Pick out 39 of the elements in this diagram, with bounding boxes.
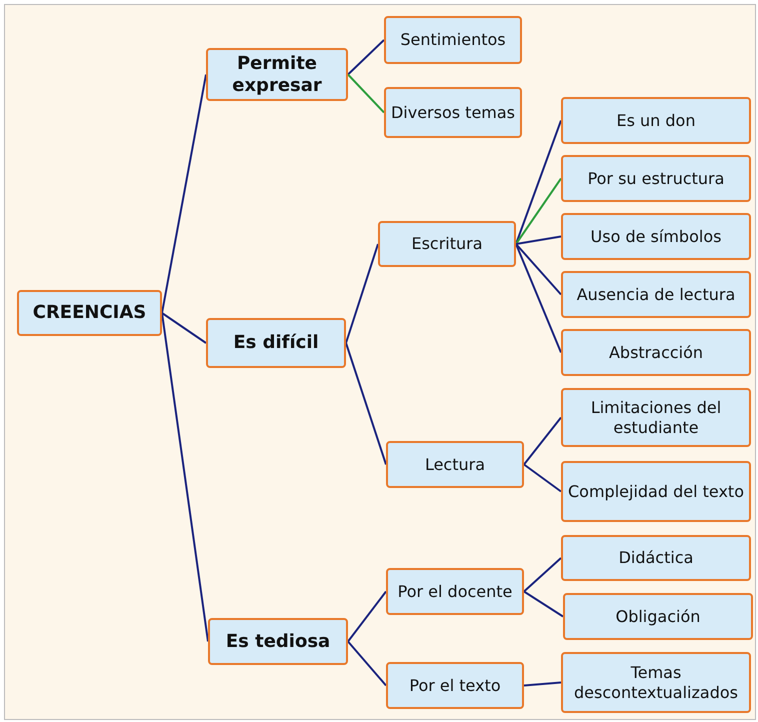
- connector-line: [515, 120, 562, 244]
- concept-box: Didáctica: [561, 535, 751, 581]
- concept-box: Por su estructura: [561, 155, 751, 202]
- connector-line: [523, 464, 562, 492]
- connector-line: [516, 236, 562, 245]
- concept-box: Por el docente: [386, 568, 524, 615]
- concept-box: Temas descontextualizados: [561, 652, 751, 713]
- connector-line: [524, 682, 562, 686]
- connector-line: [515, 243, 562, 296]
- concept-box: Diversos temas: [384, 87, 522, 138]
- connector-line: [523, 416, 562, 466]
- connector-line: [515, 178, 562, 245]
- concept-box: Limitaciones del estudiante: [561, 388, 751, 447]
- concept-box: Complejidad del texto: [561, 461, 751, 522]
- concept-box: Permite expresar: [206, 48, 348, 101]
- connector-line: [523, 557, 562, 592]
- connector-line: [347, 590, 387, 642]
- connector-line: [161, 312, 207, 344]
- concept-box: Ausencia de lectura: [561, 271, 751, 318]
- connector-line: [345, 342, 387, 465]
- concept-box: Lectura: [386, 441, 524, 488]
- connector-line: [345, 244, 379, 344]
- concept-box: Es tediosa: [208, 618, 348, 665]
- concept-box: CREENCIAS: [17, 290, 162, 336]
- connector-line: [515, 244, 562, 353]
- concept-box: Obligación: [563, 593, 753, 640]
- connector-line: [523, 590, 564, 618]
- concept-box: Uso de símbolos: [561, 213, 751, 260]
- connector-line: [347, 74, 385, 114]
- connector-line: [347, 640, 387, 686]
- concept-box: Por el texto: [386, 662, 524, 709]
- concept-box: Es un don: [561, 97, 751, 144]
- connector-line: [347, 39, 385, 76]
- concept-box: Escritura: [378, 221, 516, 267]
- connector-line: [161, 312, 209, 642]
- connector-line: [161, 74, 207, 314]
- concept-box: Es difícil: [206, 318, 346, 368]
- concept-box: Abstracción: [561, 329, 751, 376]
- concept-box: Sentimientos: [384, 16, 522, 64]
